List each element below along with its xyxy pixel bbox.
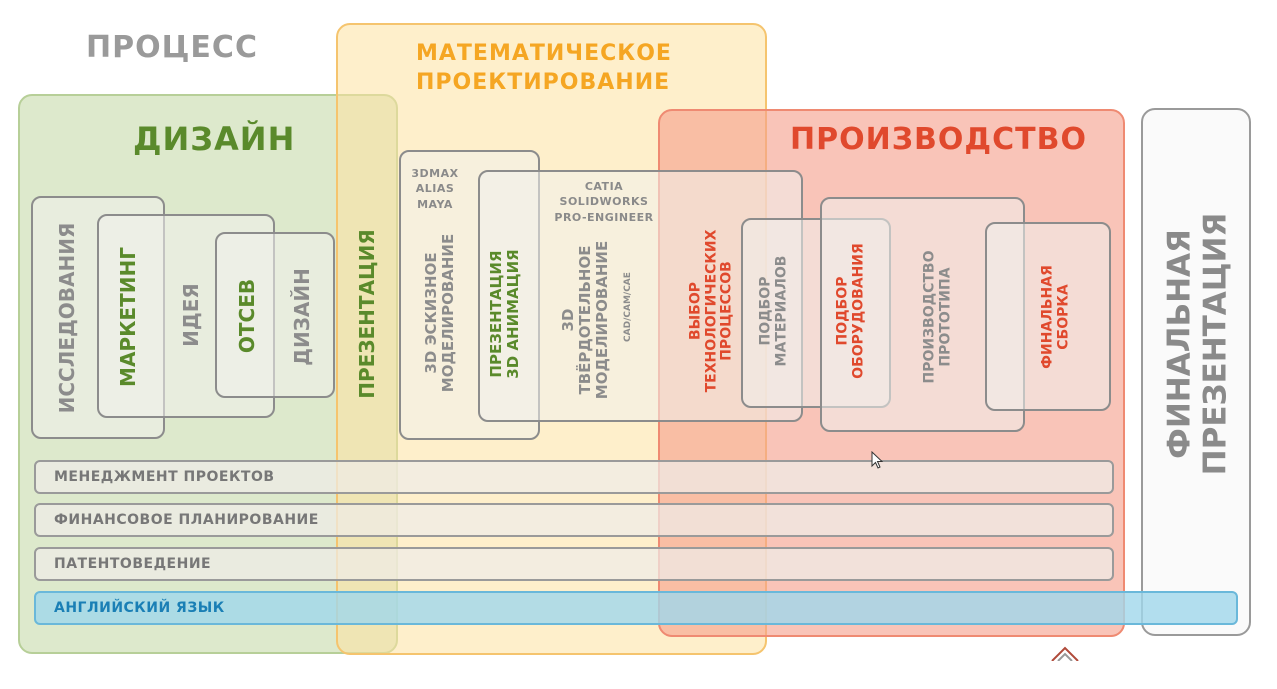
step-materials: ПОДБОР МАТЕРИАЛОВ — [757, 255, 789, 367]
step-presentation: ПРЕЗЕНТАЦИЯ — [354, 229, 379, 399]
card-assembly — [985, 222, 1111, 411]
production-zone-title: ПРОИЗВОДСТВО — [790, 122, 1087, 157]
step-cad-cam-cae: CAD/CAM/CAE — [622, 272, 633, 342]
step-design: ДИЗАЙН — [289, 268, 314, 366]
step-tech-processes: ВЫБОР ТЕХНОЛОГИЧЕСКИХ ПРОЦЕССОВ — [687, 229, 735, 393]
logo-fragment-icon — [1051, 646, 1079, 661]
step-selection: ОТСЕВ — [234, 278, 259, 354]
bar-finance: ФИНАНСОВОЕ ПЛАНИРОВАНИЕ — [34, 503, 1114, 537]
step-equipment: ПОДБОР ОБОРУДОВАНИЯ — [834, 243, 866, 379]
step-prototype: ПРОИЗВОДСТВО ПРОТОТИПА — [921, 250, 953, 384]
card-selection — [215, 232, 335, 398]
step-marketing: МАРКЕТИНГ — [115, 247, 140, 387]
step-idea: ИДЕЯ — [178, 283, 203, 347]
tools-3d: 3DMAX ALIAS MAYA — [411, 167, 459, 211]
step-presentation-anim: ПРЕЗЕНТАЦИЯ 3D АНИМАЦИЯ — [487, 249, 522, 379]
step-sketch-modeling: 3D ЭСКИЗНОЕ МОДЕЛИРОВАНИЕ — [422, 233, 457, 393]
final-zone — [1141, 108, 1251, 636]
bar-english: АНГЛИЙСКИЙ ЯЗЫК — [34, 591, 1238, 625]
step-research: ИССЛЕДОВАНИЯ — [54, 222, 79, 414]
bar-management: МЕНЕДЖМЕНТ ПРОЕКТОВ — [34, 460, 1114, 494]
math-zone-title: МАТЕМАТИЧЕСКОЕ ПРОЕКТИРОВАНИЕ — [416, 41, 672, 95]
bar-patents: ПАТЕНТОВЕДЕНИЕ — [34, 547, 1114, 581]
design-zone-title: ДИЗАЙН — [133, 120, 296, 158]
process-title: ПРОЦЕСС — [86, 30, 258, 65]
tools-cad: CATIA SOLIDWORKS PRO-ENGINEER — [554, 180, 654, 224]
step-assembly: ФИНАЛЬНАЯ СБОРКА — [1039, 265, 1071, 369]
final-presentation: ФИНАЛЬНАЯ ПРЕЗЕНТАЦИЯ — [1161, 212, 1233, 476]
mouse-cursor-icon — [871, 451, 884, 469]
step-solid-modeling: 3D ТВЁРДОТЕЛЬНОЕ МОДЕЛИРОВАНИЕ — [558, 240, 611, 400]
